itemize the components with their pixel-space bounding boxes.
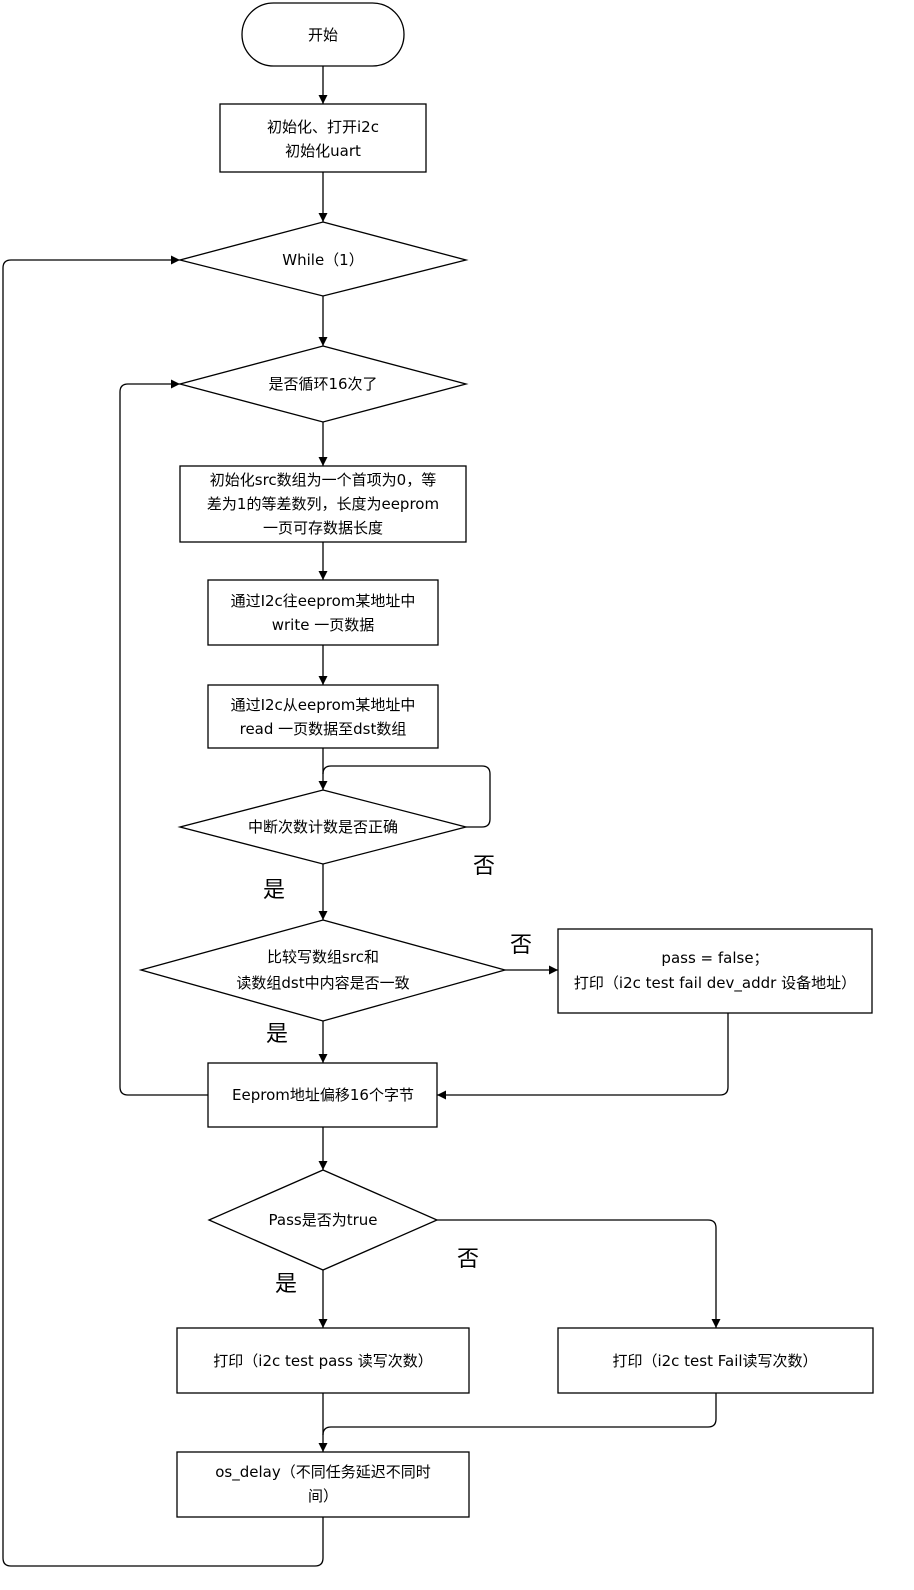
read-box: 通过I2c从eeprom某地址中 read 一页数据至dst数组 [207,684,439,749]
init-label-2: 初始化uart [285,142,361,160]
pass-no-label: 否 [457,1247,479,1272]
init-box: 初始化、打开i2c 初始化uart [219,103,427,173]
connectors [2,66,729,1567]
fail-label-2: 打印（i2c test fail dev_addr 设备地址） [574,974,856,993]
print-fail-label: 打印（i2c test Fail读写次数） [612,1352,817,1370]
src-label-1: 初始化src数组为一个首项为0，等 [210,471,436,489]
compare-label-2: 读数组dst中内容是否一致 [236,974,409,992]
print-pass-box: 打印（i2c test pass 读写次数） [176,1327,470,1394]
print-fail-box: 打印（i2c test Fail读写次数） [557,1327,874,1394]
pass-yes-label: 是 [275,1272,297,1297]
edge-passcheck-no [437,1219,721,1328]
delay-label-2: 间） [308,1487,338,1505]
fail-label-1: pass = false； [661,949,768,967]
loop16-label: 是否循环16次了 [268,375,377,393]
irq-count-decision: 中断次数计数是否正确 [177,789,469,865]
write-label-1: 通过I2c往eeprom某地址中 [231,592,416,610]
start-label: 开始 [308,26,338,44]
edge-offset-loop16 [119,379,208,1096]
compare-no-label: 否 [510,933,532,958]
write-label-2: write 一页数据 [272,616,374,634]
delay-box: os_delay（不同任务延迟不同时 间） [176,1451,470,1518]
src-label-3: 一页可存数据长度 [263,519,383,537]
read-label-2: read 一页数据至dst数组 [240,720,407,738]
irq-count-label: 中断次数计数是否正确 [248,818,398,836]
while-decision: While（1） [177,221,469,297]
read-label-1: 通过I2c从eeprom某地址中 [231,696,416,714]
fail-box: pass = false； 打印（i2c test fail dev_addr … [557,928,873,1014]
pass-check-label: Pass是否为true [269,1211,378,1229]
edge-labels: 否 是 否 是 否 是 [263,854,532,1297]
while-label: While（1） [282,251,363,269]
offset-label: Eeprom地址偏移16个字节 [232,1086,414,1104]
compare-decision: 比较写数组src和 读数组dst中内容是否一致 [138,919,508,1022]
edge-printfail-delay [322,1393,717,1436]
edge-fail-offset [437,1013,729,1100]
irq-no-label: 否 [473,854,495,879]
write-box: 通过I2c往eeprom某地址中 write 一页数据 [207,579,439,646]
init-label-1: 初始化、打开i2c [267,118,379,136]
pass-check-decision: Pass是否为true [207,1169,439,1271]
irq-yes-label: 是 [263,878,285,903]
compare-label-1: 比较写数组src和 [267,948,379,966]
edge-delay-while [2,255,324,1567]
compare-yes-label: 是 [266,1022,288,1047]
src-init-box: 初始化src数组为一个首项为0，等 差为1的等差数列，长度为eeprom 一页可… [179,465,467,543]
delay-label-1: os_delay（不同任务延迟不同时 [215,1463,430,1482]
edge-irq-no-loop [322,765,491,828]
loop16-decision: 是否循环16次了 [177,345,469,423]
src-label-2: 差为1的等差数列，长度为eeprom [207,495,439,513]
offset-box: Eeprom地址偏移16个字节 [207,1062,438,1128]
start-node: 开始 [241,2,405,67]
print-pass-label: 打印（i2c test pass 读写次数） [213,1352,432,1370]
